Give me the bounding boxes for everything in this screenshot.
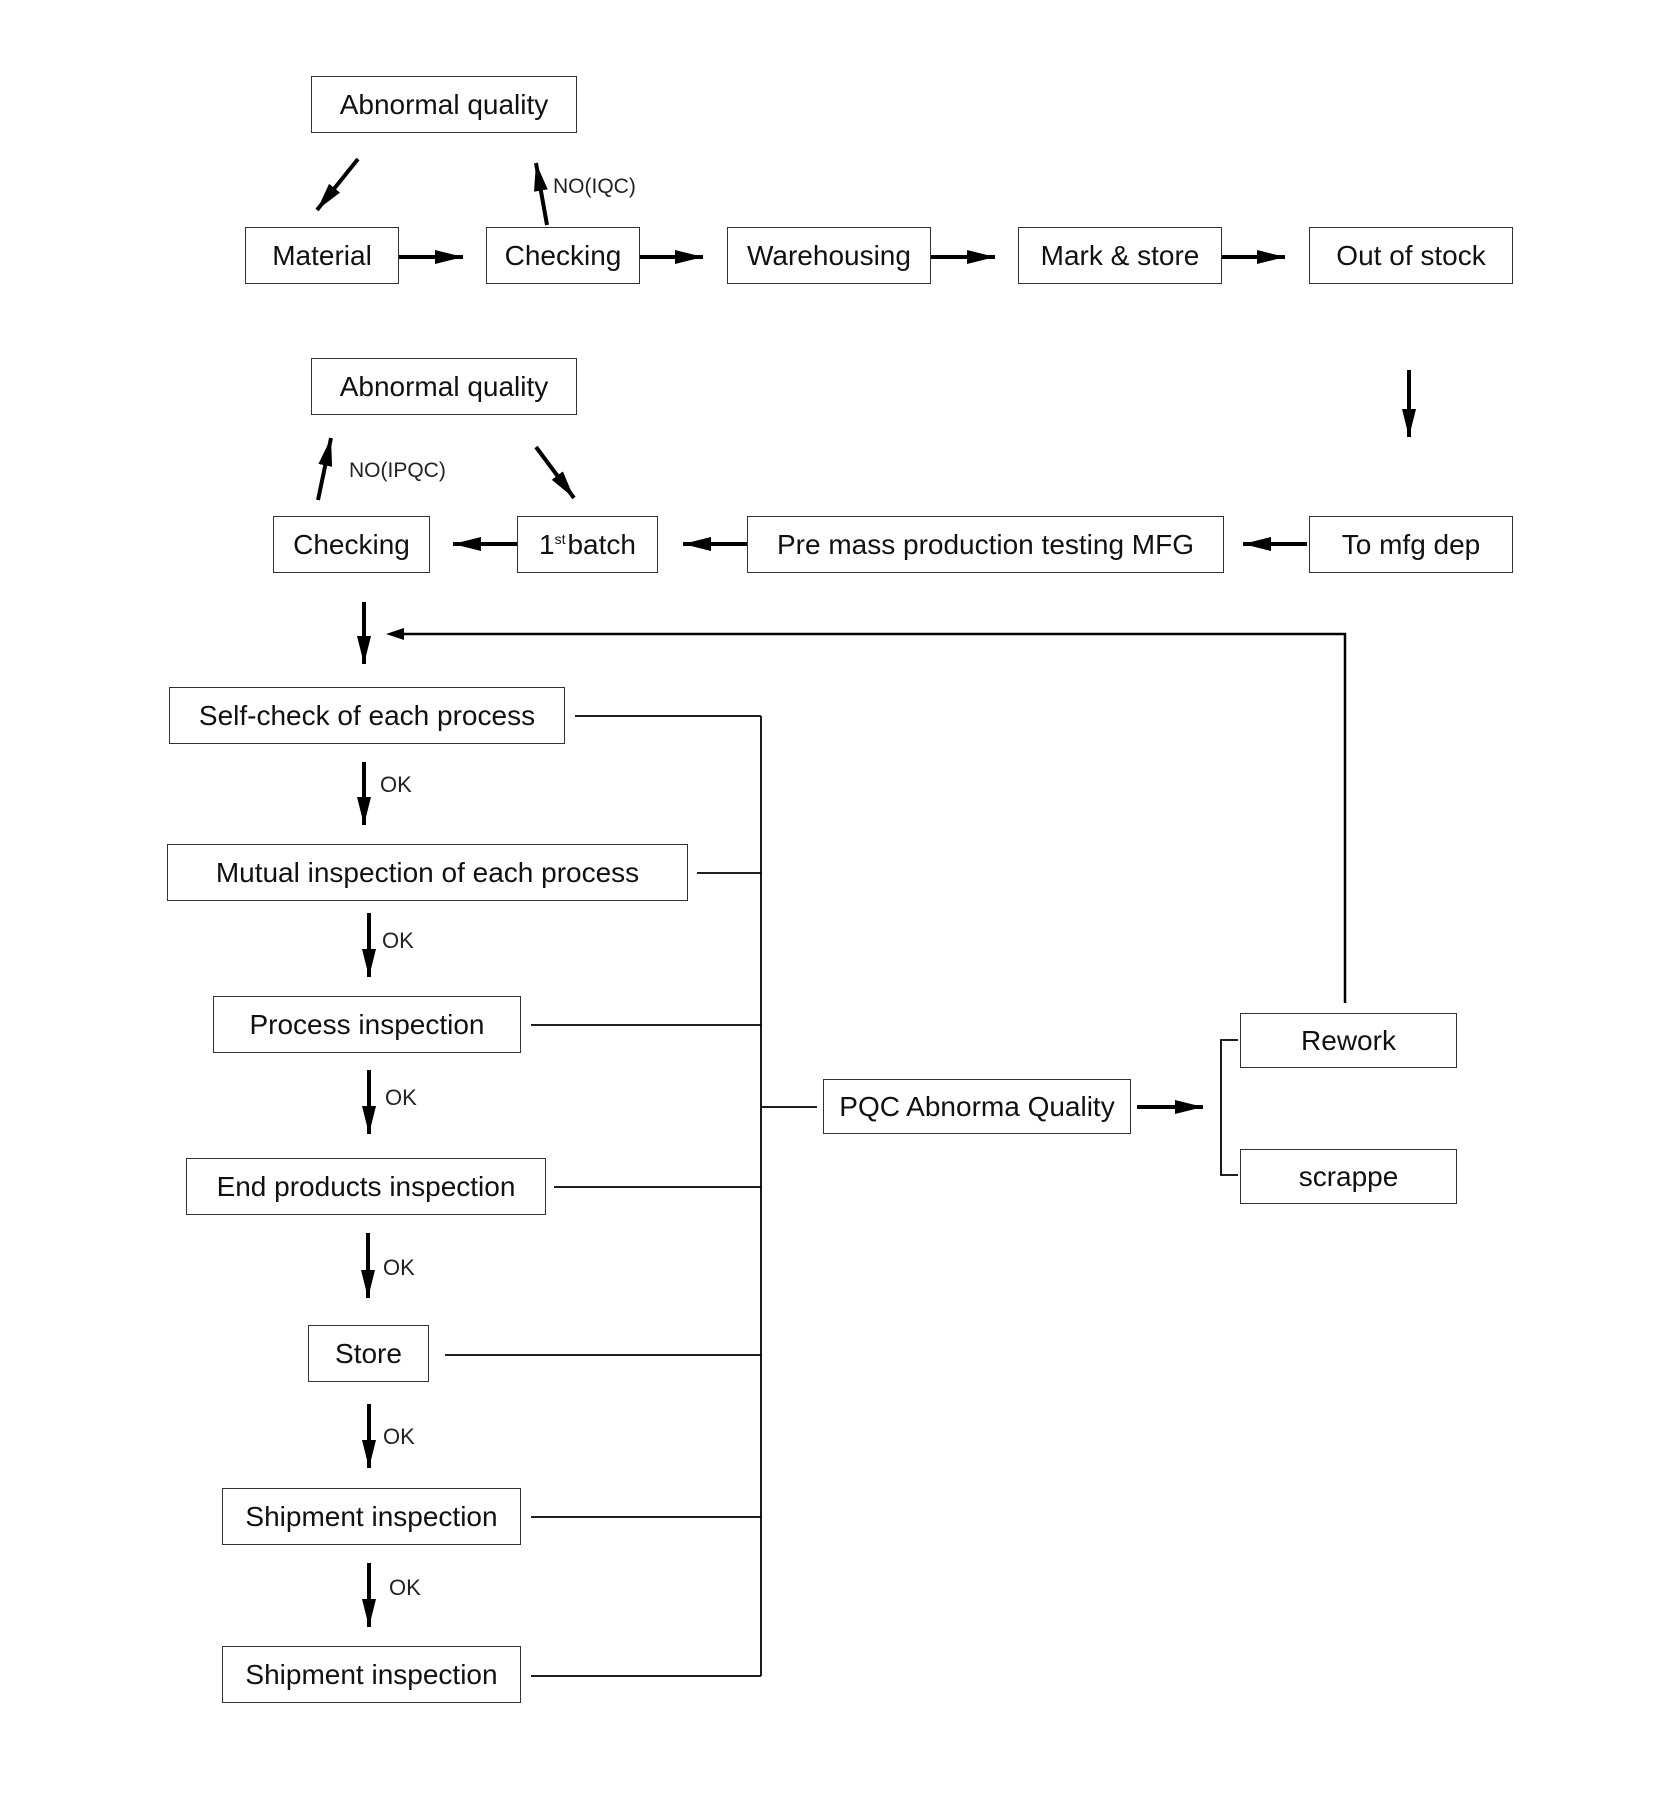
node-out-of-stock: Out of stock <box>1309 227 1513 284</box>
bracket-outcomes <box>1220 1039 1238 1176</box>
node-process-inspection: Process inspection <box>213 996 521 1053</box>
line-rework-loop <box>400 632 1347 1003</box>
label-ok-6: OK <box>389 1575 421 1600</box>
arrow-abnormal-to-material <box>315 157 360 212</box>
node-material: Material <box>245 227 399 284</box>
node-shipment-inspection-2: Shipment inspection <box>222 1646 521 1703</box>
node-pre-mass-production: Pre mass production testing MFG <box>747 516 1224 573</box>
label-ok-2: OK <box>382 928 414 953</box>
node-checking-2: Checking <box>273 516 430 573</box>
arrow-checking-to-abnormal <box>533 162 549 226</box>
node-mutual-inspection: Mutual inspection of each process <box>167 844 688 901</box>
node-abnormal-quality-1: Abnormal quality <box>311 76 577 133</box>
node-warehousing: Warehousing <box>727 227 931 284</box>
label-no-iqc: NO(IQC) <box>553 175 636 198</box>
node-rework: Rework <box>1240 1013 1457 1068</box>
node-shipment-inspection-1: Shipment inspection <box>222 1488 521 1545</box>
label-ok-4: OK <box>383 1255 415 1280</box>
first-batch-word: batch <box>567 528 636 560</box>
label-no-ipqc: NO(IPQC) <box>349 459 446 482</box>
node-to-mfg-dep: To mfg dep <box>1309 516 1513 573</box>
first-batch-number: 1 <box>539 528 555 560</box>
first-batch-superscript: st <box>554 530 566 547</box>
node-scrappe: scrappe <box>1240 1149 1457 1204</box>
node-mark-store: Mark & store <box>1018 227 1222 284</box>
node-pqc-abnormal-quality: PQC Abnorma Quality <box>823 1079 1131 1134</box>
arrow-checking2-to-abnormal2 <box>316 437 333 501</box>
node-self-check: Self-check of each process <box>169 687 565 744</box>
node-abnormal-quality-2: Abnormal quality <box>311 358 577 415</box>
node-store: Store <box>308 1325 429 1382</box>
node-checking-1: Checking <box>486 227 640 284</box>
arrow-abnormal2-to-batch <box>534 445 576 500</box>
arrowhead-rework-loop <box>386 628 404 640</box>
label-ok-3: OK <box>385 1085 417 1110</box>
node-end-products-inspection: End products inspection <box>186 1158 546 1215</box>
label-ok-1: OK <box>380 772 412 797</box>
label-ok-5: OK <box>383 1424 415 1449</box>
